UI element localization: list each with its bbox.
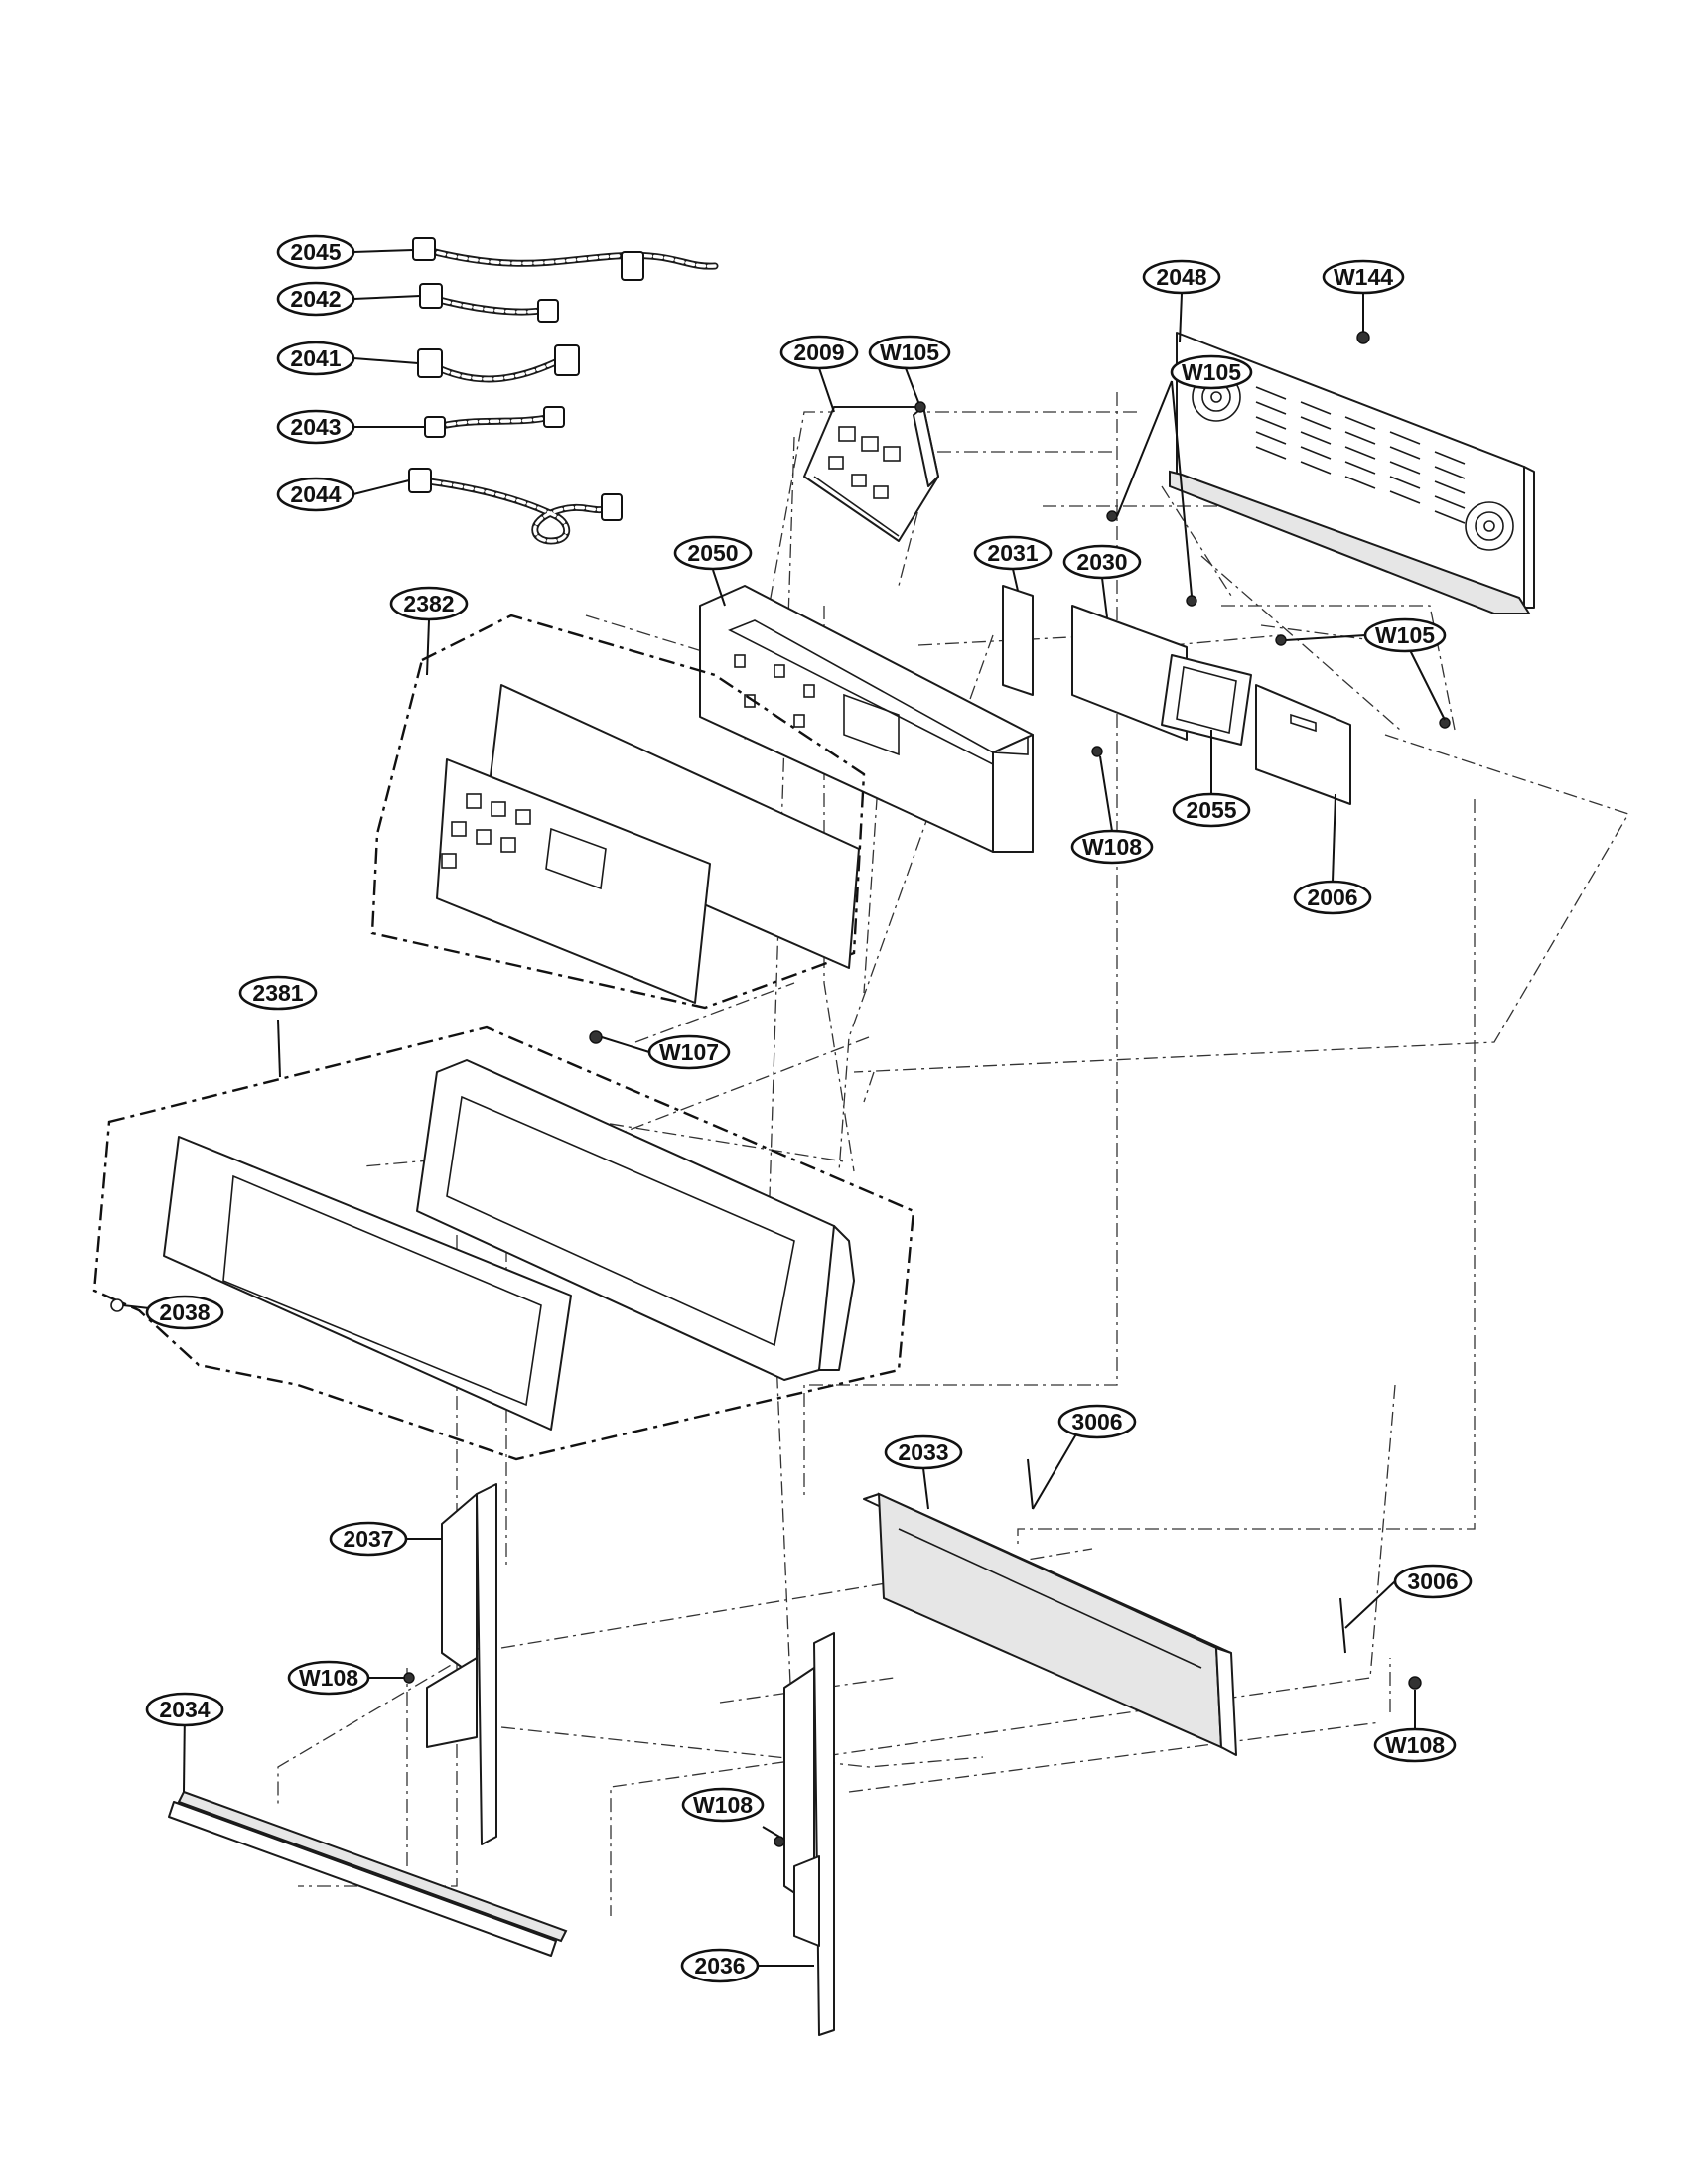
svg-text:2050: 2050 [687, 540, 738, 566]
svg-text:2009: 2009 [793, 340, 844, 365]
callout-w108-d: W108 [681, 1787, 765, 1823]
callout-2009: 2009 [779, 335, 859, 370]
screw-w144 [1356, 331, 1370, 344]
svg-text:2006: 2006 [1307, 885, 1357, 910]
svg-text:W108: W108 [299, 1665, 358, 1691]
vent-slots [1255, 386, 1466, 524]
svg-text:W108: W108 [693, 1792, 753, 1818]
callout-2030: 2030 [1062, 544, 1142, 580]
screw-w107 [589, 1030, 603, 1044]
svg-text:2036: 2036 [694, 1953, 745, 1979]
pin-3006b [1339, 1597, 1346, 1654]
callout-2043: 2043 [276, 409, 355, 445]
svg-text:2037: 2037 [343, 1526, 393, 1552]
screw-w108a [1091, 746, 1103, 757]
screw-w108d [774, 1836, 785, 1847]
pin-3006a [1027, 1458, 1034, 1510]
wire-harness-2041 [417, 344, 580, 383]
callout-2031: 2031 [973, 535, 1053, 571]
callout-2033: 2033 [884, 1434, 963, 1470]
svg-text:W144: W144 [1334, 264, 1393, 290]
callout-3006-a: 3006 [1057, 1404, 1137, 1439]
side-bracket-2036 [783, 1632, 835, 2036]
svg-text:2041: 2041 [290, 345, 341, 371]
svg-text:2038: 2038 [159, 1299, 210, 1325]
callout-2042: 2042 [276, 281, 355, 317]
callout-w105-c: W105 [1363, 617, 1447, 653]
svg-text:W108: W108 [1385, 1732, 1445, 1758]
callout-2006: 2006 [1293, 880, 1372, 915]
callout-2038: 2038 [145, 1295, 224, 1330]
svg-text:W105: W105 [1375, 622, 1435, 648]
bracket-2031 [1002, 585, 1034, 696]
callout-labels: 2045 2042 2041 2043 2044 2009 W105 2048 … [145, 234, 1473, 1983]
svg-text:3006: 3006 [1071, 1409, 1122, 1434]
screw-w105a [914, 401, 926, 413]
svg-text:2044: 2044 [290, 481, 341, 507]
svg-text:W108: W108 [1082, 834, 1142, 860]
svg-text:2034: 2034 [159, 1697, 210, 1722]
callout-2037: 2037 [329, 1521, 408, 1557]
side-bracket-2037 [426, 1483, 497, 1845]
wire-harness-2043 [424, 406, 565, 438]
bottom-trim-2034 [168, 1790, 568, 1957]
callout-2382: 2382 [389, 586, 469, 621]
callout-2055: 2055 [1172, 792, 1251, 828]
svg-text:2030: 2030 [1076, 549, 1127, 575]
svg-text:2382: 2382 [403, 591, 454, 616]
svg-text:2055: 2055 [1186, 797, 1236, 823]
lower-frame-2033 [863, 1492, 1237, 1756]
plate-2006 [1255, 684, 1351, 805]
callout-w108-c: W108 [1373, 1727, 1457, 1763]
wire-harness-2045 [412, 237, 719, 281]
svg-text:2042: 2042 [290, 286, 341, 312]
callout-2044: 2044 [276, 477, 355, 512]
screw-w105c [1275, 634, 1451, 729]
callout-w105-b: W105 [1170, 354, 1253, 390]
wire-harness-2044 [408, 468, 623, 545]
svg-text:2031: 2031 [987, 540, 1038, 566]
wire-harness-2042 [419, 283, 559, 323]
control-overlay-2382 [370, 614, 866, 1010]
callout-2050: 2050 [673, 535, 753, 571]
svg-text:2033: 2033 [898, 1439, 948, 1465]
svg-text:W105: W105 [1182, 359, 1241, 385]
callout-3006-b: 3006 [1393, 1564, 1473, 1599]
cover-2030 [1071, 605, 1188, 741]
svg-text:W105: W105 [880, 340, 939, 365]
callout-2381: 2381 [238, 975, 318, 1011]
callout-w144: W144 [1322, 259, 1405, 295]
callout-2045: 2045 [276, 234, 355, 270]
control-board-2009 [803, 406, 939, 542]
back-panel-2048 [1169, 332, 1535, 614]
svg-text:3006: 3006 [1407, 1569, 1458, 1594]
callout-2048: 2048 [1142, 259, 1221, 295]
svg-text:2045: 2045 [290, 239, 341, 265]
screw-w108c [1408, 1676, 1422, 1690]
screw-w108b [403, 1672, 415, 1684]
control-frame-2050 [699, 585, 1034, 853]
svg-text:2381: 2381 [252, 980, 303, 1006]
callout-w108-a: W108 [1070, 829, 1154, 865]
callout-2036: 2036 [680, 1948, 760, 1983]
control-panel-assembly-2381 [92, 1025, 915, 1461]
duct-2055 [1161, 654, 1252, 746]
callout-2034: 2034 [145, 1692, 224, 1727]
svg-text:2043: 2043 [290, 414, 341, 440]
callout-w108-b: W108 [287, 1660, 370, 1696]
callout-w105-a: W105 [868, 335, 951, 370]
callout-w107: W107 [647, 1034, 731, 1070]
svg-text:2048: 2048 [1156, 264, 1206, 290]
callout-2041: 2041 [276, 341, 355, 376]
svg-text:W107: W107 [659, 1039, 719, 1065]
